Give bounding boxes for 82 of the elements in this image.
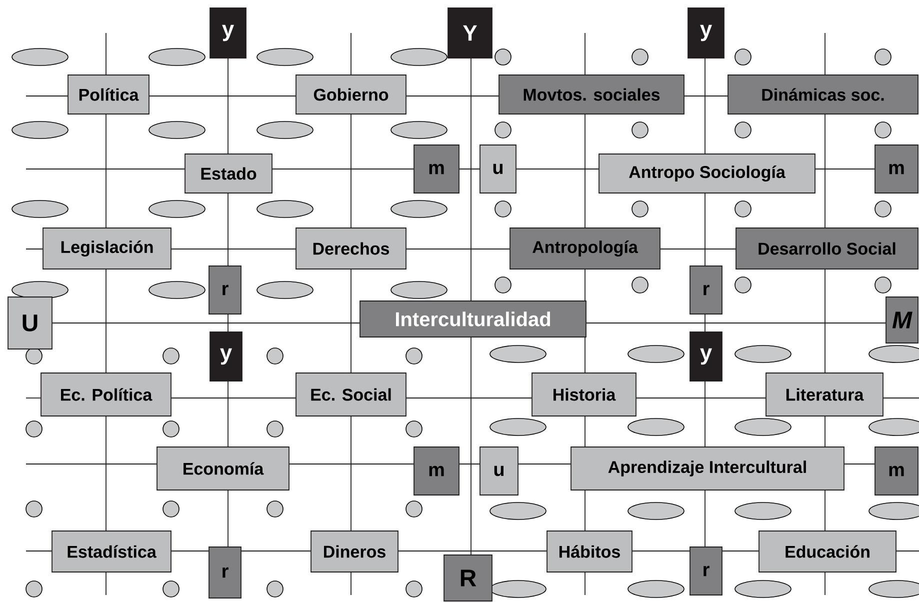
- label-box: y: [210, 8, 246, 58]
- connector-line: [52, 322, 360, 324]
- connector-line: [350, 572, 352, 596]
- label-box: Antropo Sociología: [598, 154, 816, 194]
- label-box: Literatura: [766, 372, 884, 416]
- label-box: m: [874, 144, 918, 194]
- label-box: Ec. Política: [40, 372, 172, 416]
- label-box: Gobierno: [296, 74, 406, 114]
- connector-line: [406, 248, 510, 250]
- connector-line: [584, 572, 586, 596]
- label-box: Antropología: [510, 228, 660, 270]
- connector-line: [350, 32, 352, 75]
- connector-line: [171, 550, 209, 552]
- connector-line: [459, 168, 480, 170]
- label-box: m: [874, 446, 918, 496]
- label-box: Movtos. sociales: [498, 74, 684, 114]
- label-box: r: [690, 266, 722, 314]
- connector-line: [272, 168, 414, 170]
- connector-line: [824, 269, 826, 373]
- connector-line: [704, 58, 706, 154]
- connector-line: [516, 168, 599, 170]
- label-box: Ec. Social: [296, 372, 406, 416]
- label-box: R: [444, 554, 492, 602]
- label-box: y: [690, 332, 722, 382]
- label-box: m: [414, 446, 460, 496]
- connector-line: [171, 248, 296, 250]
- label-box: m: [414, 144, 460, 194]
- label-box: Legislación: [42, 228, 172, 270]
- label-box: M: [886, 296, 918, 344]
- label-box: Estado: [184, 154, 272, 194]
- label-box: Hábitos: [546, 530, 632, 572]
- connector-line: [704, 490, 706, 547]
- connector-line: [815, 168, 875, 170]
- connector-line: [704, 314, 706, 332]
- label-box: Desarrollo Social: [736, 228, 918, 270]
- label-box: y: [210, 332, 242, 382]
- connector-line: [350, 114, 352, 228]
- label-box: Derechos: [296, 228, 406, 270]
- connector-line: [660, 248, 736, 250]
- connector-line: [586, 322, 886, 324]
- connector-line: [584, 490, 586, 531]
- label-box: y: [688, 8, 724, 58]
- label-box: Economía: [156, 446, 290, 490]
- connector-line: [350, 416, 352, 531]
- connector-line: [398, 550, 547, 552]
- label-box: Política: [68, 74, 150, 114]
- label-box: Interculturalidad: [360, 300, 586, 338]
- connector-line: [824, 416, 826, 447]
- connector-line: [26, 550, 52, 552]
- label-box: Dinámicas soc.: [728, 74, 918, 114]
- connector-line: [632, 550, 690, 552]
- label-box: Y: [448, 8, 492, 58]
- connector-line: [241, 550, 311, 552]
- connector-line: [26, 168, 185, 170]
- label-box: Educación: [758, 530, 896, 572]
- label-box: Aprendizaje Intercultural: [570, 446, 844, 490]
- label-box: r: [208, 266, 242, 314]
- connector-line: [470, 58, 472, 301]
- label-box: u: [480, 446, 518, 496]
- connector-line: [584, 416, 586, 447]
- connector-line: [584, 114, 586, 228]
- label-box: r: [208, 546, 242, 598]
- connector-line: [824, 572, 826, 596]
- label-box: r: [690, 546, 722, 596]
- label-box: Historia: [532, 372, 636, 416]
- connector-line: [704, 381, 706, 447]
- connector-line: [896, 550, 919, 552]
- label-box: Dineros: [310, 530, 398, 572]
- connector-line: [584, 269, 586, 301]
- connector-line: [824, 490, 826, 531]
- connector-line: [584, 337, 586, 373]
- connector-line: [470, 337, 472, 555]
- label-box: u: [480, 144, 516, 194]
- label-box: U: [8, 296, 52, 350]
- connector-line: [824, 114, 826, 228]
- connector-line: [704, 193, 706, 266]
- connector-line: [584, 32, 586, 75]
- connector-line: [722, 550, 759, 552]
- label-box: Estadística: [52, 530, 172, 572]
- connector-line: [824, 32, 826, 75]
- connector-line: [350, 269, 352, 373]
- connector-line: [26, 248, 44, 250]
